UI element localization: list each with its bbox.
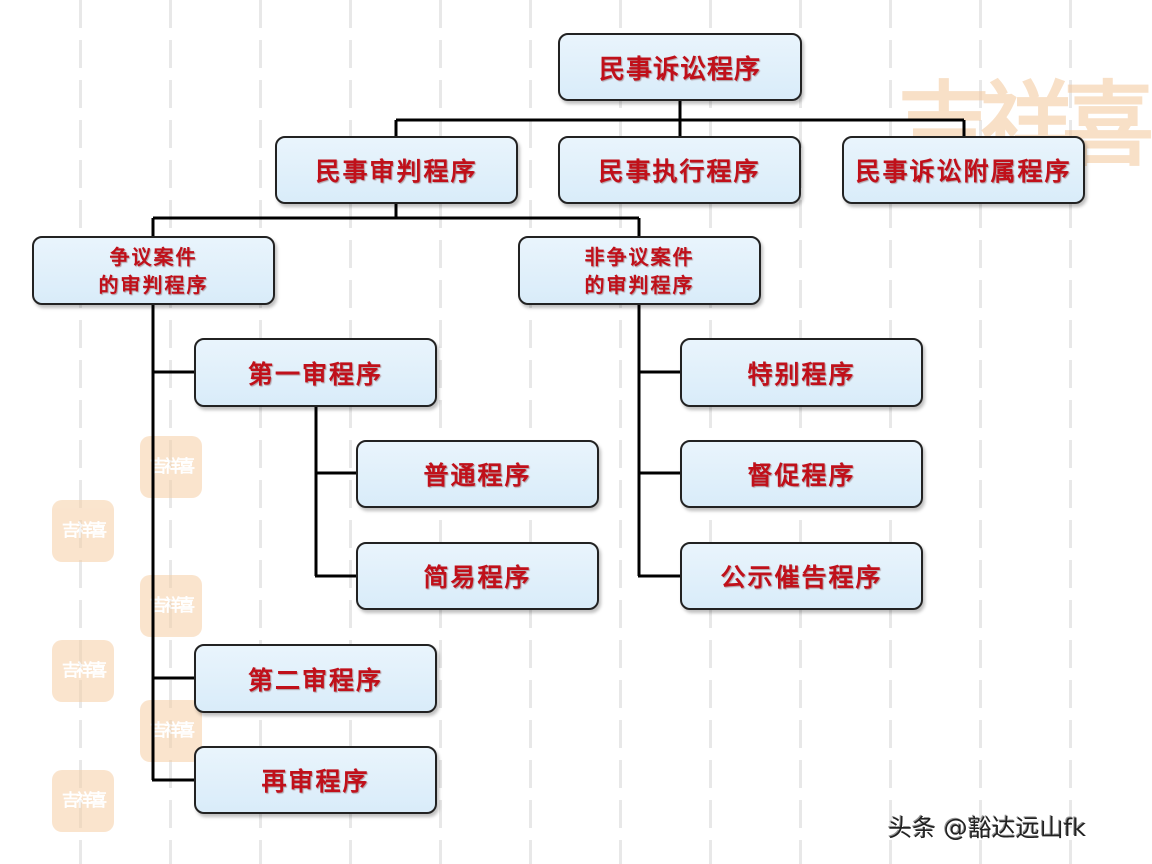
node-civil-procedure: 民事诉讼程序	[558, 33, 802, 101]
watermark-seal: 吉祥喜	[140, 700, 202, 762]
node-payment-order-procedure: 督促程序	[680, 440, 923, 508]
node-civil-trial-procedure: 民事审判程序	[275, 136, 518, 204]
node-ancillary-procedure: 民事诉讼附属程序	[842, 136, 1085, 204]
node-contentious-trial: 争议案件 的审判程序	[32, 236, 275, 305]
node-summary-procedure: 简易程序	[356, 542, 599, 610]
source-credit: 头条 @豁达远山fk	[888, 814, 1086, 842]
node-public-notice-procedure: 公示催告程序	[680, 542, 923, 610]
node-special-procedure: 特别程序	[680, 338, 923, 407]
watermark-seal: 吉祥喜	[52, 770, 114, 832]
node-retrial: 再审程序	[194, 746, 437, 814]
watermark-seal: 吉祥喜	[140, 436, 202, 498]
watermark-seal: 吉祥喜	[52, 640, 114, 702]
watermark-seal: 吉祥喜	[140, 575, 202, 637]
watermark-seal: 吉祥喜	[52, 500, 114, 562]
node-civil-enforcement-procedure: 民事执行程序	[558, 136, 801, 204]
node-ordinary-procedure: 普通程序	[356, 440, 599, 508]
node-non-contentious-trial: 非争议案件 的审判程序	[518, 236, 761, 305]
node-first-instance: 第一审程序	[194, 338, 437, 407]
node-second-instance: 第二审程序	[194, 644, 437, 713]
